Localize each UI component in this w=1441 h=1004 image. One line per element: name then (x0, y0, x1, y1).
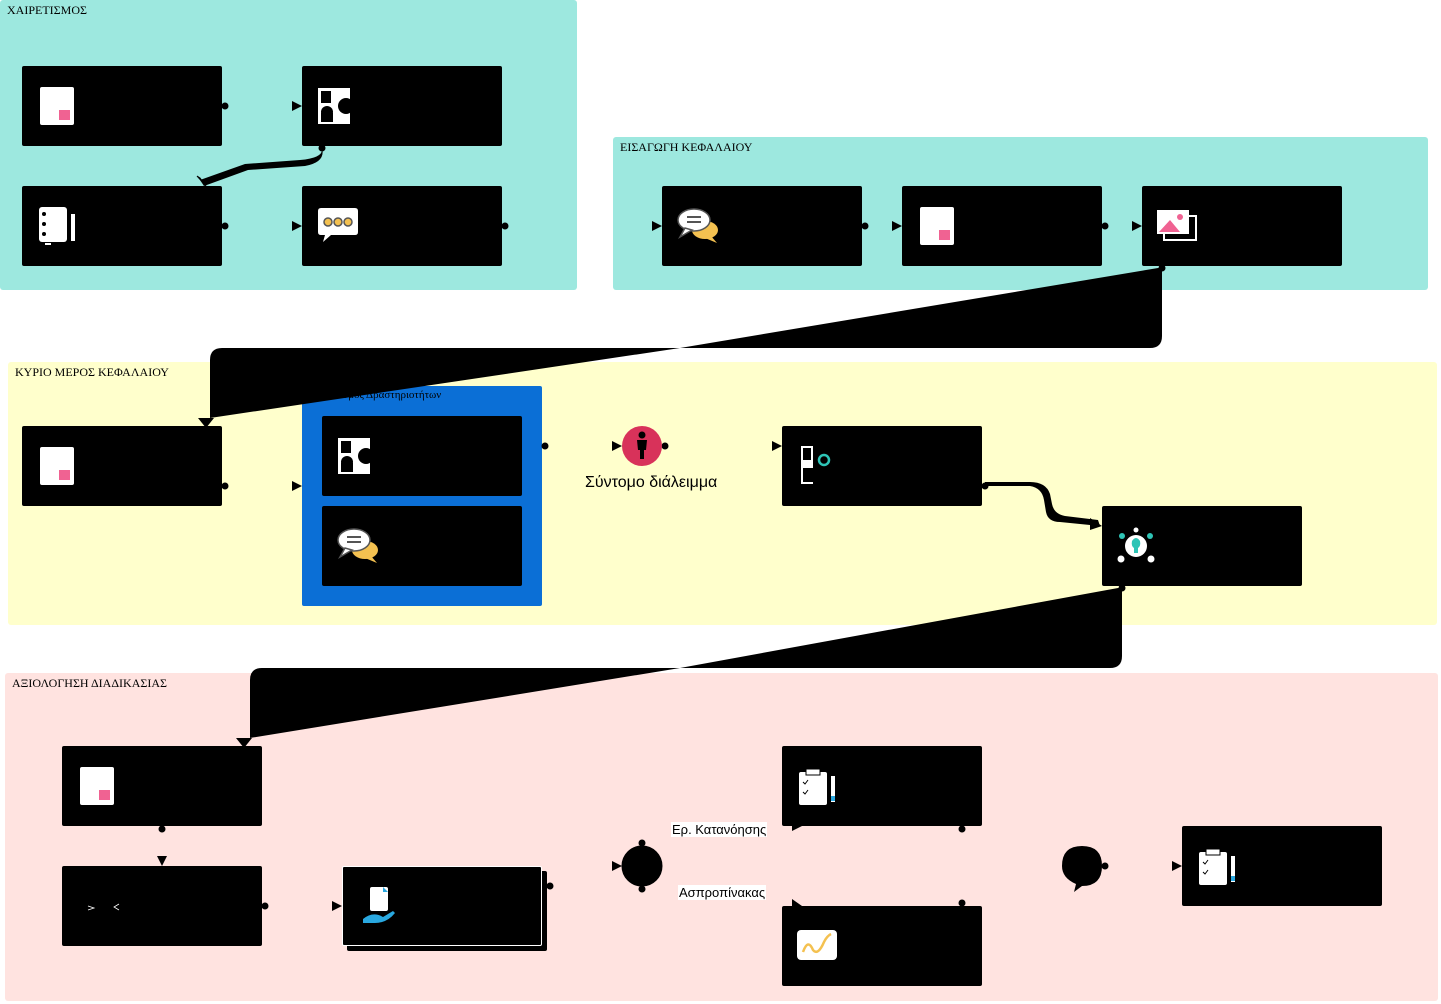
lane-title: ΑΞΙΟΛΟΓΗΣΗ ΔΙΑΔΙΚΑΣΙΑΣ (12, 676, 167, 690)
connector-dot (958, 899, 966, 907)
split-gateway (621, 845, 663, 887)
connector-dot (546, 882, 554, 890)
connector-dot (661, 442, 669, 450)
connector-dot (981, 482, 989, 490)
arrow-head (332, 901, 342, 911)
code-brackets-icon (87, 903, 120, 911)
task-eval-submit[interactable] (342, 866, 542, 946)
connector-link (210, 268, 1162, 418)
images-icon (1157, 210, 1197, 241)
connector-link (250, 588, 1122, 738)
arrow-head (792, 899, 802, 911)
task-eval-document[interactable] (62, 746, 262, 826)
task-intro-discussion[interactable] (662, 186, 862, 266)
connector-link (985, 482, 1100, 526)
discussion-bubbles-icon (337, 528, 378, 563)
arrow-head (236, 738, 252, 748)
edge-label-whiteboard: Ασπροπίνακας (678, 885, 767, 900)
lane-title: ΧΑΙΡΕΤΙΣΜΟΣ (7, 3, 87, 17)
document-icon (40, 447, 74, 485)
task-eval-whiteboard[interactable] (782, 906, 982, 986)
arrow-head (196, 175, 207, 187)
person-icon (637, 431, 647, 459)
arrow-head (198, 418, 214, 428)
connector-dot (958, 825, 966, 833)
document-icon (40, 87, 74, 125)
arrow-head (1172, 861, 1182, 871)
arrow-head (892, 221, 902, 231)
idea-network-icon (1117, 527, 1155, 563)
arrow-head (157, 856, 167, 866)
connector-dot (638, 839, 646, 847)
connector-dot (261, 902, 269, 910)
connector-dot (1101, 862, 1109, 870)
experiment-icon (801, 446, 831, 484)
arrow-head (1132, 221, 1142, 231)
lane-title: ΚΥΡΙΟ ΜΕΡΟΣ ΚΕΦΑΛΑΙΟΥ (15, 365, 169, 379)
connector-link (200, 148, 323, 186)
connector-dot (1101, 222, 1109, 230)
task-greeting-chat[interactable] (302, 186, 502, 266)
whiteboard-icon (797, 930, 837, 960)
clipboard-pencil-icon (799, 768, 835, 805)
connector-dot (861, 222, 869, 230)
task-eval-final[interactable] (1182, 826, 1382, 906)
lane-title: ΕΙΣΑΓΩΓΗ ΚΕΦΑΛΑΙΟΥ (620, 140, 753, 154)
arrow-head (652, 221, 662, 231)
edge-label-comprehension: Ερ. Κατανόησης (671, 822, 768, 837)
clipboard-pencil-icon (1199, 848, 1235, 885)
break-event-label: Σύντομο διάλειμμα (585, 474, 718, 491)
task-greeting-document[interactable] (22, 66, 222, 146)
connector-dot (158, 825, 166, 833)
task-main-brainstorm[interactable] (1102, 506, 1302, 586)
arrow-head (292, 101, 302, 111)
task-main-document[interactable] (22, 426, 222, 506)
hand-document-icon (363, 887, 395, 923)
task-eval-quiz[interactable] (782, 746, 982, 826)
connector-dot (1118, 584, 1126, 592)
connector-dot (501, 222, 509, 230)
task-intro-images[interactable] (1142, 186, 1342, 266)
shapes-icon (318, 88, 354, 124)
arrow-head (612, 861, 622, 871)
arrow-head (1090, 518, 1102, 530)
task-intro-document[interactable] (902, 186, 1102, 266)
connector-dot (638, 885, 646, 893)
connector-dot (221, 482, 229, 490)
connector-dot (221, 102, 229, 110)
task-main-experiment[interactable] (782, 426, 982, 506)
connector-dot (541, 442, 549, 450)
document-icon (920, 207, 954, 245)
discussion-bubbles-icon (677, 208, 718, 243)
arrow-head (792, 821, 802, 831)
connector-dot (221, 222, 229, 230)
task-eval-code[interactable] (62, 866, 262, 946)
document-icon (80, 767, 114, 805)
task-greeting-shapes[interactable] (302, 66, 502, 146)
merge-gateway (1062, 846, 1102, 892)
arrow-head (612, 441, 622, 451)
shapes-icon (338, 438, 374, 474)
notebook-icon (39, 207, 75, 245)
arrow-head (292, 481, 302, 491)
speech-bubble-dots-icon (318, 208, 358, 242)
connector-dot (318, 144, 326, 152)
connector-dot (1158, 264, 1166, 272)
arrow-head (772, 441, 782, 451)
task-group-discussion[interactable] (322, 506, 522, 586)
task-greeting-notebook[interactable] (22, 186, 222, 266)
arrow-head (292, 221, 302, 231)
task-group-shapes[interactable] (322, 416, 522, 496)
